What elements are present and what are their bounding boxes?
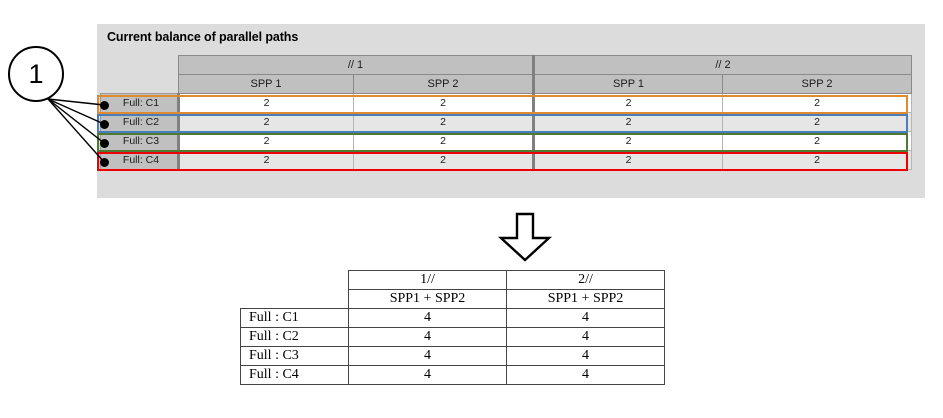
leader-dot-c1 [100, 101, 109, 110]
bottom-cell-c1-p1: 4 [348, 308, 507, 328]
bottom-row-label-c3: Full : C3 [240, 346, 349, 366]
leader-line-c4 [47, 98, 105, 163]
table-row[interactable]: Full: C2 2 2 2 2 [100, 112, 913, 132]
current-balance-panel: Current balance of parallel paths // 1 /… [97, 24, 925, 198]
bottom-cell-c2-p2: 4 [506, 327, 665, 347]
table-row[interactable]: Full : C3 4 4 [240, 346, 665, 366]
leader-line-c2 [47, 98, 105, 125]
table-row[interactable]: Full: C3 2 2 2 2 [100, 131, 913, 151]
table-row[interactable]: Full: C1 2 2 2 2 [100, 93, 913, 113]
cell-c1-p2-spp1: 2 [533, 93, 724, 113]
bottom-group-header-1: 1// [348, 270, 507, 290]
bottom-row-label-c1: Full : C1 [240, 308, 349, 328]
cell-c2-p2-spp1: 2 [533, 112, 724, 132]
leader-dot-c2 [100, 120, 109, 129]
row-label-c3: Full: C3 [100, 131, 180, 151]
cell-c4-p2-spp1: 2 [533, 150, 724, 170]
bottom-header-corner-cell [241, 271, 349, 290]
leader-dot-c3 [100, 139, 109, 148]
cell-c3-p2-spp1: 2 [533, 131, 724, 151]
table-row[interactable]: Full : C4 4 4 [240, 365, 665, 385]
group-header-path-1: // 1 [177, 55, 536, 75]
table-header-group-row: // 1 // 2 [100, 55, 913, 75]
leader-line-c1 [47, 98, 105, 106]
callout-number: 1 [28, 58, 44, 89]
leader-line-c3 [47, 98, 105, 144]
cell-c4-p1-spp2: 2 [352, 150, 536, 170]
cell-c1-p2-spp2: 2 [722, 93, 913, 113]
cell-c3-p2-spp2: 2 [722, 131, 913, 151]
subheader-corner-cell [100, 74, 179, 94]
cell-c3-p1-spp2: 2 [352, 131, 536, 151]
bottom-header-sub-row: SPP1 + SPP2 SPP1 + SPP2 [241, 289, 665, 309]
cell-c4-p1-spp1: 2 [178, 150, 354, 170]
current-balance-table: // 1 // 2 SPP 1 SPP 2 SPP 1 SPP 2 Full: … [100, 55, 913, 170]
bottom-cell-c4-p2: 4 [506, 365, 665, 385]
bottom-cell-c2-p1: 4 [348, 327, 507, 347]
table-row[interactable]: Full : C1 4 4 [240, 308, 665, 328]
bottom-cell-c1-p2: 4 [506, 308, 665, 328]
row-label-c1: Full: C1 [100, 93, 180, 113]
callout-badge-1[interactable]: 1 [8, 46, 64, 102]
bottom-group-header-2: 2// [506, 270, 665, 290]
bottom-row-label-c4: Full : C4 [240, 365, 349, 385]
bottom-subheader-1: SPP1 + SPP2 [348, 289, 507, 309]
cell-c4-p2-spp2: 2 [722, 150, 913, 170]
header-corner-cell [100, 55, 179, 75]
cell-c2-p1-spp2: 2 [352, 112, 536, 132]
row-label-c4: Full: C4 [100, 150, 180, 170]
aggregated-balance-table: 1// 2// SPP1 + SPP2 SPP1 + SPP2 Full : C… [240, 270, 665, 385]
subheader-p2-spp2: SPP 2 [722, 74, 913, 94]
cell-c1-p1-spp2: 2 [352, 93, 536, 113]
table-row[interactable]: Full: C4 2 2 2 2 [100, 150, 913, 170]
table-row[interactable]: Full : C2 4 4 [240, 327, 665, 347]
leader-dot-c4 [100, 158, 109, 167]
cell-c1-p1-spp1: 2 [178, 93, 354, 113]
bottom-cell-c3-p2: 4 [506, 346, 665, 366]
bottom-cell-c4-p1: 4 [348, 365, 507, 385]
subheader-p2-spp1: SPP 1 [533, 74, 724, 94]
group-header-path-2: // 2 [533, 55, 913, 75]
bottom-cell-c3-p1: 4 [348, 346, 507, 366]
bottom-header-group-row: 1// 2// [241, 270, 665, 290]
panel-title: Current balance of parallel paths [107, 30, 299, 44]
bottom-subheader-corner-cell [241, 290, 349, 309]
subheader-p1-spp2: SPP 2 [352, 74, 536, 94]
row-label-c2: Full: C2 [100, 112, 180, 132]
table-header-sub-row: SPP 1 SPP 2 SPP 1 SPP 2 [100, 74, 913, 94]
bottom-row-label-c2: Full : C2 [240, 327, 349, 347]
cell-c3-p1-spp1: 2 [178, 131, 354, 151]
cell-c2-p2-spp2: 2 [722, 112, 913, 132]
down-block-arrow-icon [497, 212, 553, 262]
bottom-subheader-2: SPP1 + SPP2 [506, 289, 665, 309]
subheader-p1-spp1: SPP 1 [178, 74, 354, 94]
cell-c2-p1-spp1: 2 [178, 112, 354, 132]
